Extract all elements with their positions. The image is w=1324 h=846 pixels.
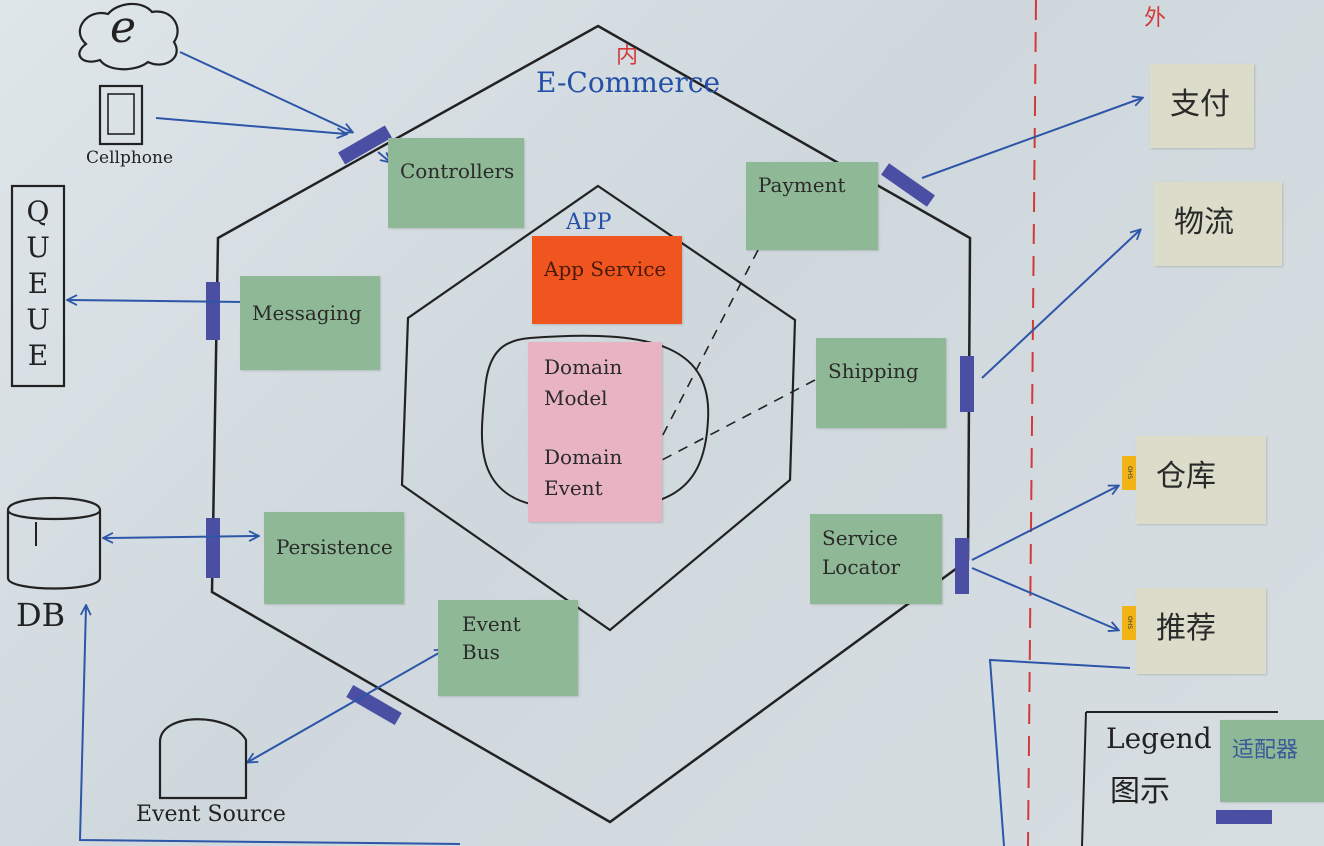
legend-title-en: Legend [1106, 722, 1212, 755]
adapter-bar-persistence [206, 518, 220, 578]
cellphone-screen [107, 93, 135, 135]
inside-outside-boundary [1027, 0, 1037, 846]
arrow-shipping-to-logistics [981, 230, 1140, 379]
db-cylinder-icon [6, 496, 102, 590]
legend-title-cn: 图示 [1110, 774, 1170, 809]
arrow-recommend-loop [988, 658, 1131, 846]
legend-adapter-note: 适配器 [1220, 720, 1324, 802]
arrow-locator-to-recommend [971, 567, 1118, 630]
note-event-bus: Event Bus [438, 600, 578, 696]
external-warehouse: 仓库 [1136, 436, 1266, 524]
adapter-bar-payment [881, 163, 935, 207]
outer-hexagon [210, 24, 972, 824]
external-logistics: 物流 [1154, 182, 1282, 266]
ohs-badge-recommend: OHS [1122, 606, 1136, 640]
system-title: E-Commerce [536, 66, 721, 99]
note-messaging: Messaging [240, 276, 380, 370]
note-persistence: Persistence [264, 512, 404, 604]
event-source-icon [158, 718, 248, 800]
external-recommend: 推荐 [1136, 588, 1266, 674]
app-title: APP [566, 210, 612, 235]
legend-adapter-swatch [1216, 810, 1272, 824]
note-payment: Payment [746, 162, 878, 250]
external-pay: 支付 [1150, 64, 1254, 148]
inner-hexagon [400, 184, 797, 632]
adapter-bar-shipping [960, 356, 974, 412]
arrow-browser-to-controllers [179, 51, 352, 132]
arrow-cellphone-to-controllers [155, 117, 346, 134]
legend-box [1081, 711, 1278, 846]
dependency-payment-domain [649, 249, 759, 461]
queue-box [10, 184, 66, 388]
arrow-to-db-loop [78, 606, 461, 845]
cellphone-icon [98, 84, 144, 146]
arrow-messaging-to-queue [68, 300, 245, 302]
note-controllers: Controllers [388, 138, 524, 228]
note-shipping: Shipping [816, 338, 946, 428]
event-source-label: Event Source [136, 802, 286, 827]
note-service-locator: Service Locator [810, 514, 942, 604]
inside-mark: 内 [616, 44, 639, 69]
ohs-badge-warehouse: OHS [1122, 456, 1136, 490]
adapter-bar-service-locator [955, 538, 969, 594]
adapter-bar-messaging [206, 282, 220, 340]
browser-cloud-icon [78, 2, 179, 71]
arrow-persistence-db [104, 536, 258, 538]
note-domain-event: Domain Event [528, 432, 662, 522]
arrow-locator-to-warehouse [971, 486, 1118, 561]
browser-glyph: e [110, 2, 137, 53]
cellphone-label: Cellphone [86, 148, 174, 168]
outside-mark: 外 [1144, 6, 1167, 31]
db-label: DB [16, 596, 66, 634]
note-app-service: App Service [532, 236, 682, 324]
queue-label: QUEUE [26, 195, 50, 372]
arrow-payment-to-pay [921, 98, 1142, 179]
arrow-eventbus-eventsource [248, 650, 444, 762]
note-domain-model: Domain Model [528, 342, 662, 432]
adapter-bar-controllers [338, 125, 392, 165]
